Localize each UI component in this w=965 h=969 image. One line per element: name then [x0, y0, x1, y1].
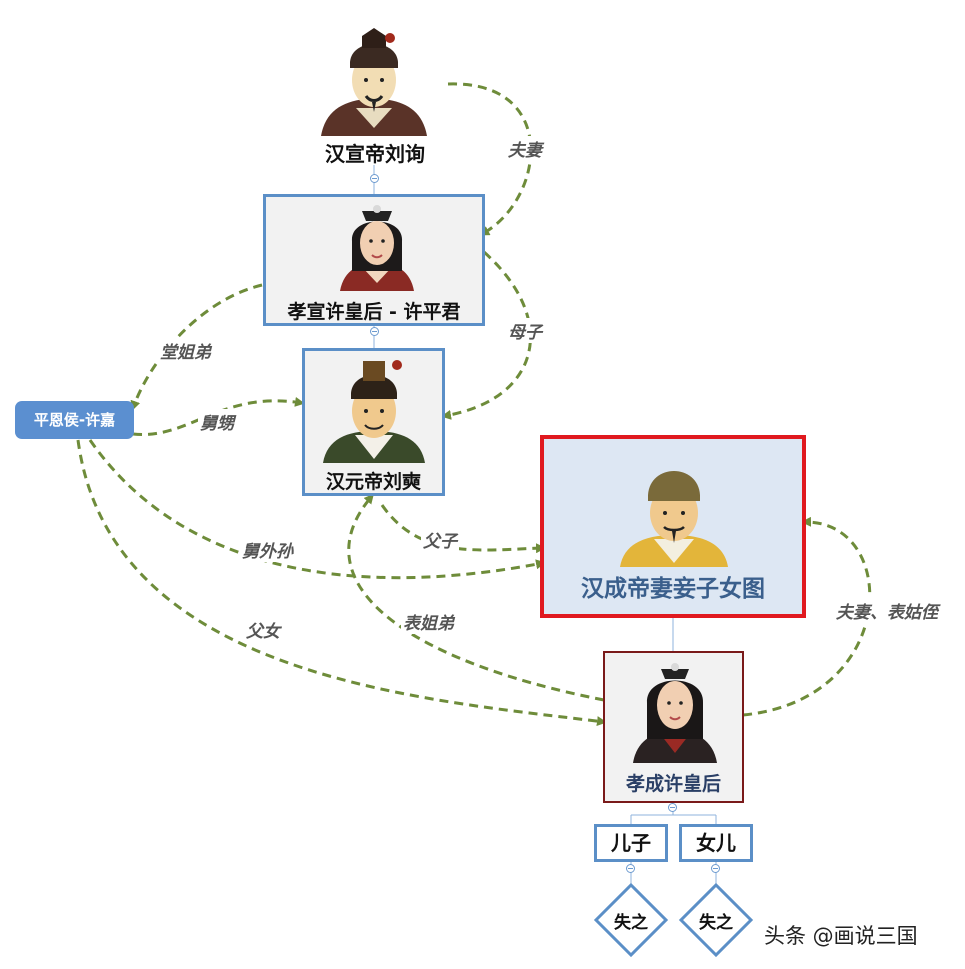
watermark-text: 头条 @画说三国	[764, 924, 918, 948]
rel-father-daughter	[76, 439, 607, 727]
node-daughter-lost[interactable]: 失之	[676, 880, 756, 960]
collapse-toggle[interactable]	[370, 327, 379, 336]
relation-label-husband-wife: 夫妻	[506, 136, 544, 161]
rel-husband-wife	[447, 82, 533, 236]
central-topic[interactable]: 汉成帝妻妾子女图	[540, 435, 806, 618]
relation-label-uncle-nephew: 舅甥	[198, 409, 236, 434]
empress-portrait-icon	[633, 663, 717, 763]
collapse-toggle[interactable]	[626, 864, 635, 873]
collapse-toggle[interactable]	[668, 803, 677, 812]
emperor-portrait-icon	[620, 471, 728, 567]
rel-cousins	[130, 283, 263, 411]
emperor-yuan-label: 汉元帝刘奭	[325, 471, 421, 493]
relation-label-father-son: 父子	[421, 527, 459, 552]
emperor-xuan-label: 汉宣帝刘询	[325, 142, 425, 166]
node-son[interactable]: 儿子	[594, 824, 668, 862]
diamond-shape	[678, 882, 754, 958]
relation-label-cousins: 堂姐弟	[158, 338, 213, 363]
relation-label-cousin-siblings: 表姐弟	[401, 609, 456, 634]
rel-maternal-grandson	[88, 439, 546, 580]
emperor-portrait-icon	[323, 360, 425, 463]
collapse-toggle[interactable]	[370, 174, 379, 183]
diamond-label: 失之	[614, 912, 648, 933]
empress-xu-pingjun-label: 孝宣许皇后 - 许平君	[287, 301, 461, 323]
empress-xiaocheng-xu-label: 孝成许皇后	[625, 773, 721, 795]
node-empress-xu-pingjun[interactable]: 孝宣许皇后 - 许平君	[263, 194, 485, 326]
empress-portrait-icon	[340, 205, 414, 291]
relation-label-maternal-grandson: 舅外孙	[240, 537, 295, 562]
diamond-label: 失之	[699, 912, 733, 933]
collapse-toggle[interactable]	[711, 864, 720, 873]
node-emperor-xuan[interactable]: 汉宣帝刘询	[300, 28, 450, 168]
rel-mother-son	[441, 250, 532, 420]
emperor-portrait-icon	[321, 28, 427, 136]
relation-label-father-daughter: 父女	[244, 617, 282, 642]
rel-father-son	[380, 504, 546, 554]
rel-cousin-siblings	[347, 493, 605, 702]
node-empress-xiaocheng-xu[interactable]: 孝成许皇后	[603, 651, 744, 803]
central-topic-title: 汉成帝妻妾子女图	[581, 576, 765, 602]
relation-label-mother-son: 母子	[506, 318, 544, 343]
node-daughter[interactable]: 女儿	[679, 824, 753, 862]
relation-label-husband-wife-aunt: 夫妻、表姑侄	[834, 598, 940, 623]
node-son-lost[interactable]: 失之	[591, 880, 671, 960]
node-marquis-pingen[interactable]: 平恩侯-许嘉	[15, 401, 134, 439]
node-emperor-yuan[interactable]: 汉元帝刘奭	[302, 348, 445, 496]
diamond-shape	[593, 882, 669, 958]
